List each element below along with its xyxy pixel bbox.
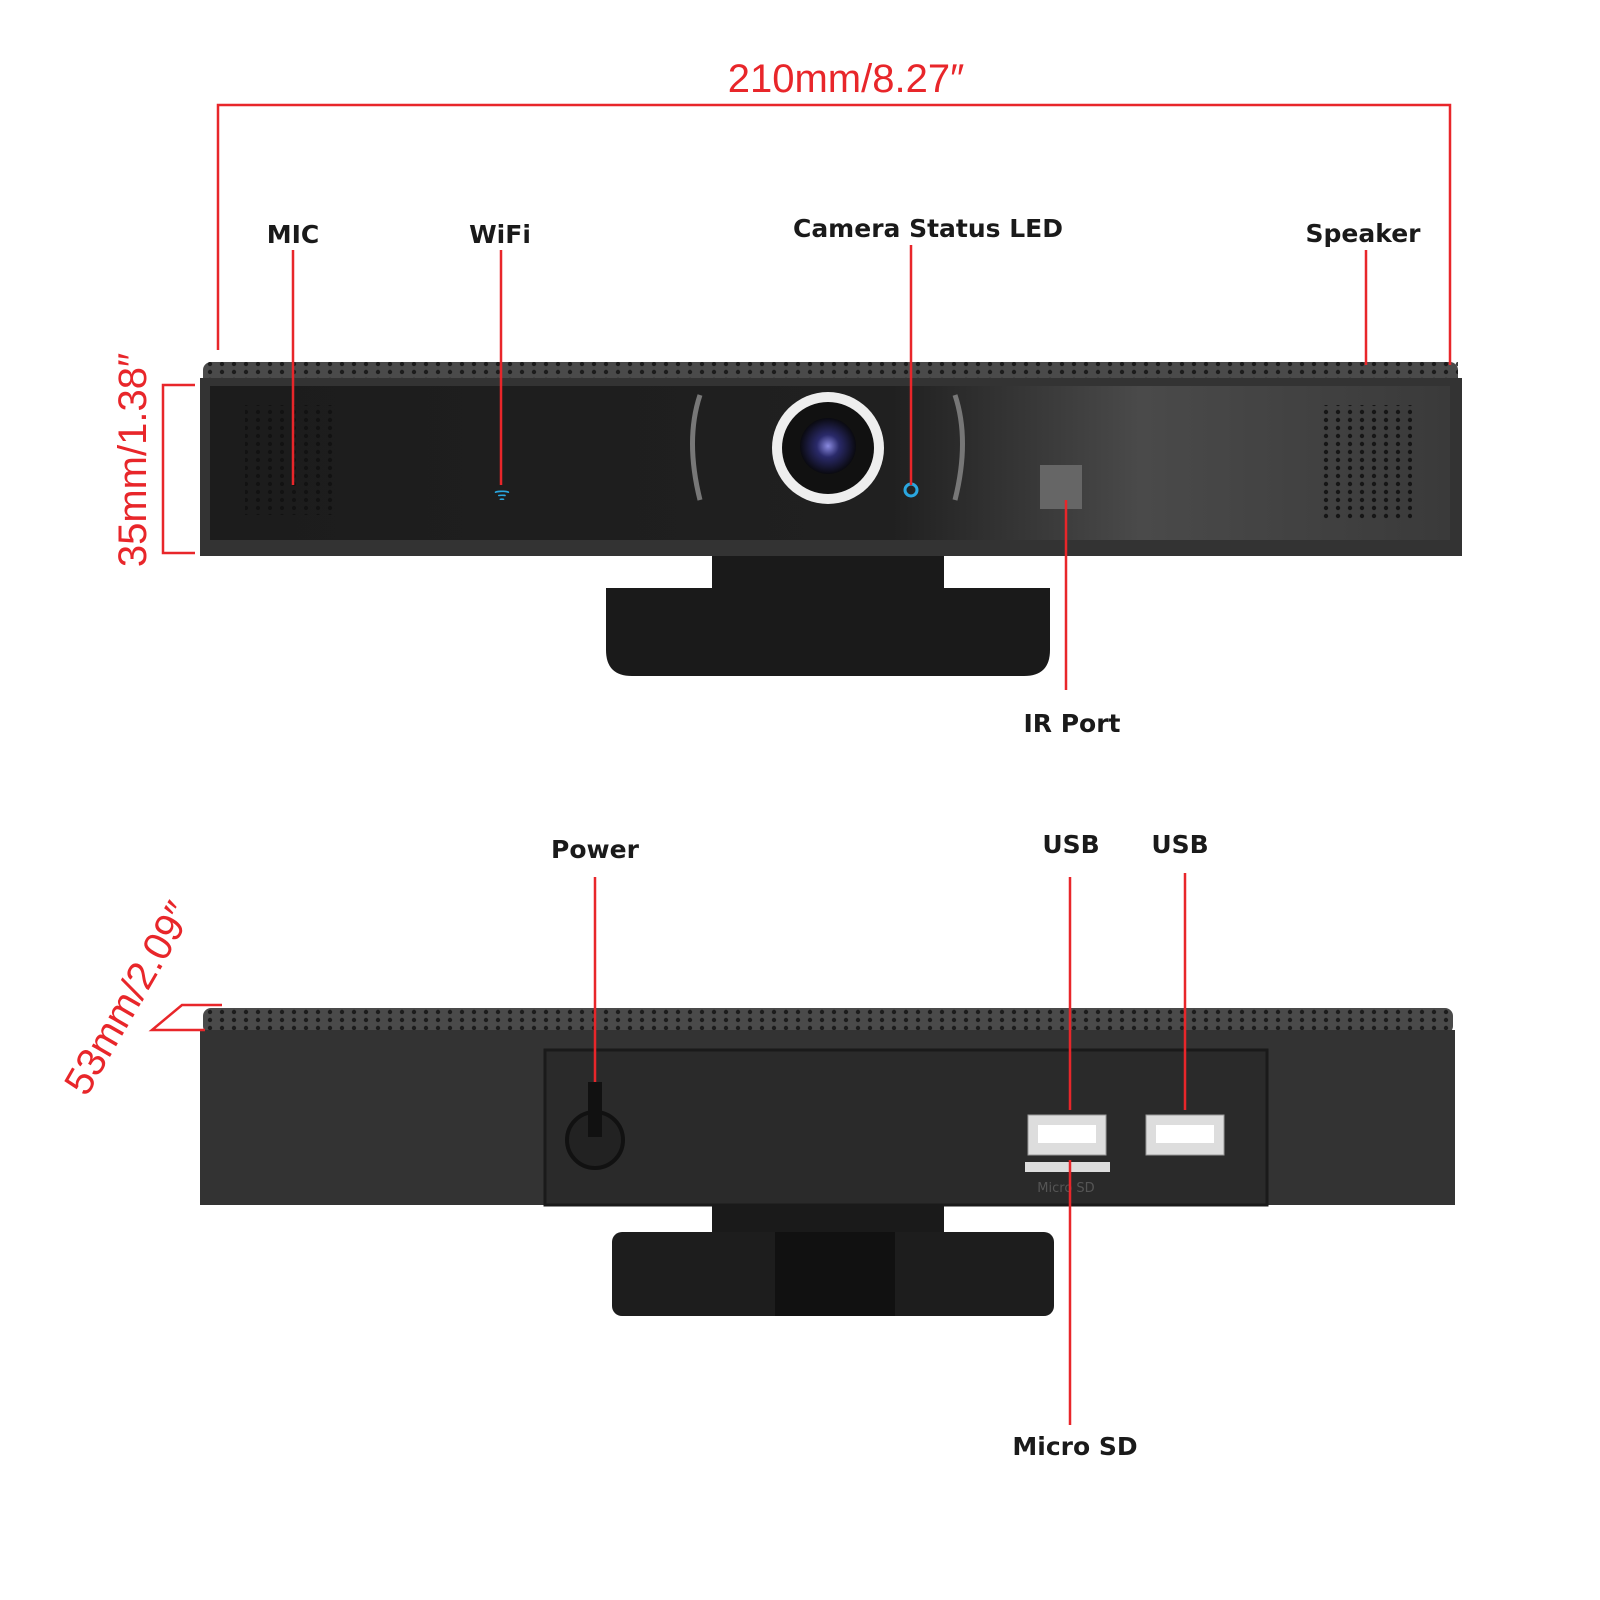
height-dimension: 35mm/1.38″ — [111, 353, 195, 567]
label-micro-sd: Micro SD — [1012, 1432, 1137, 1461]
svg-text:35mm/1.38″: 35mm/1.38″ — [111, 353, 155, 567]
ir-port — [1040, 465, 1082, 509]
label-mic: MIC — [267, 220, 320, 249]
webcam-back-view: Micro SD — [200, 1008, 1455, 1316]
label-usb-2: USB — [1151, 830, 1208, 859]
svg-text:210mm/8.27″: 210mm/8.27″ — [728, 57, 965, 101]
label-wifi: WiFi — [469, 220, 531, 249]
webcam-front-view: ᯤ — [200, 362, 1462, 676]
front-mount-clip — [606, 588, 1050, 676]
label-ir-port: IR Port — [1023, 709, 1120, 738]
camera-lens — [800, 418, 856, 474]
leader-lines — [291, 245, 1368, 1425]
label-power: Power — [551, 835, 640, 864]
label-camera-status-led: Camera Status LED — [793, 214, 1063, 243]
micro-sd-printed-label: Micro SD — [1037, 1181, 1094, 1196]
mic-grille — [245, 405, 335, 515]
width-dimension: 210mm/8.27″ — [216, 57, 1452, 365]
wifi-icon: ᯤ — [494, 484, 510, 505]
depth-dimension: 53mm/2.09″ — [56, 895, 222, 1103]
svg-text:53mm/2.09″: 53mm/2.09″ — [56, 895, 201, 1103]
micro-sd-slot — [1025, 1162, 1110, 1172]
label-usb-1: USB — [1042, 830, 1099, 859]
label-speaker: Speaker — [1306, 219, 1422, 248]
speaker-grille — [1322, 405, 1412, 520]
